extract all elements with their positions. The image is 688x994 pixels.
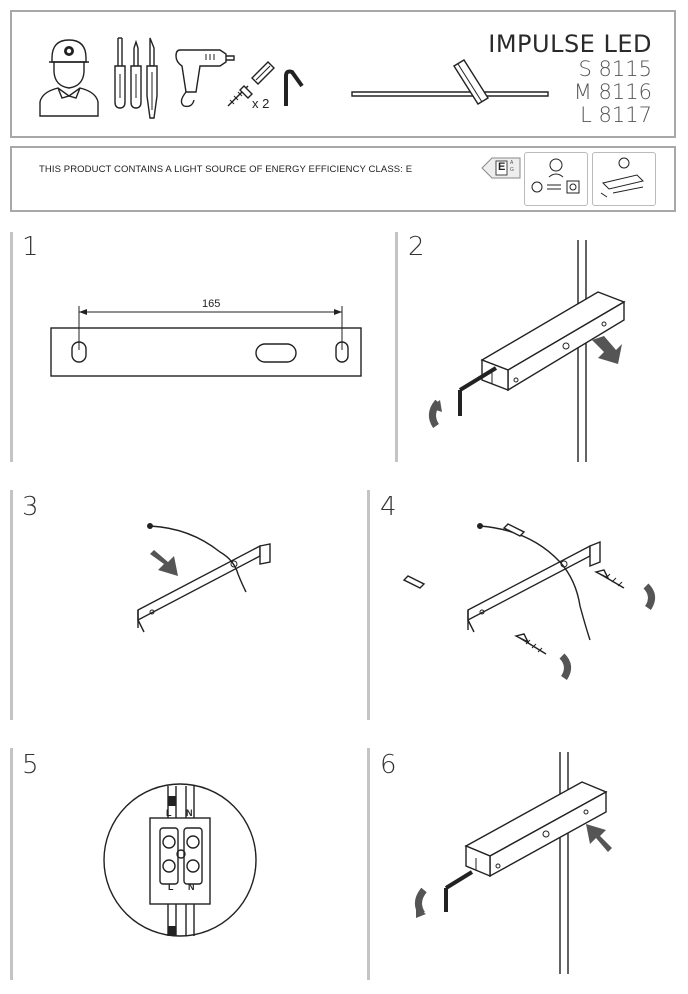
lamp-body-on-bar-drawing [429,240,626,462]
bracket-with-cable-drawing [137,523,271,633]
model-code-m: M 8116 [573,80,652,104]
energy-info-panel: THIS PRODUCT CONTAINS A LIGHT SOURCE OF … [10,146,676,212]
dimension-label: 165 [202,298,221,310]
step-5-rule [10,748,13,980]
header-panel: x 2 IMPULSE LED S 8115 M 8116 L 8117 [10,10,676,138]
energy-label-scale: A G [510,160,514,173]
product-title: IMPULSE LED [488,30,652,58]
step-3-number: 3 [22,492,39,522]
step-4-rule [367,490,370,720]
terminal-label-top-l: L [166,808,172,818]
energy-label-icon: E A G [481,156,522,180]
step-6-rule [367,748,370,980]
mounting-bracket-drawing [50,306,362,377]
drill-icon [175,49,235,108]
anchor-count: x 2 [252,96,270,111]
light-source-replaceable-icon [524,152,588,206]
terminal-block-connection-drawing [103,783,257,937]
wall-anchor-screw-icon [227,61,275,107]
lamp-final-fixing-drawing [415,752,612,974]
step-2-rule [395,232,398,462]
terminal-label-bottom-n: N [188,882,195,892]
allen-key-icon [284,69,304,106]
step-1-number: 1 [22,232,39,262]
bracket-screwed-to-wall-drawing [402,523,655,680]
energy-efficiency-text: THIS PRODUCT CONTAINS A LIGHT SOURCE OF … [39,164,413,175]
screwdriver-set-icon [114,37,158,119]
step-2-number: 2 [408,232,425,262]
step-5-number: 5 [22,750,39,780]
step-4-number: 4 [380,492,397,522]
model-code-l: L 8117 [580,103,652,127]
model-code-s: S 8115 [578,57,652,81]
installer-person-icon [39,39,99,117]
energy-label-class: E [498,161,506,173]
lamp-product-illustration [351,59,549,105]
driver-replaceable-icon [592,152,656,206]
step-3-rule [10,490,13,720]
step-6-number: 6 [380,750,397,780]
terminal-label-top-n: N [186,808,193,818]
terminal-label-bottom-l: L [168,882,174,892]
step-1-rule [10,232,13,462]
